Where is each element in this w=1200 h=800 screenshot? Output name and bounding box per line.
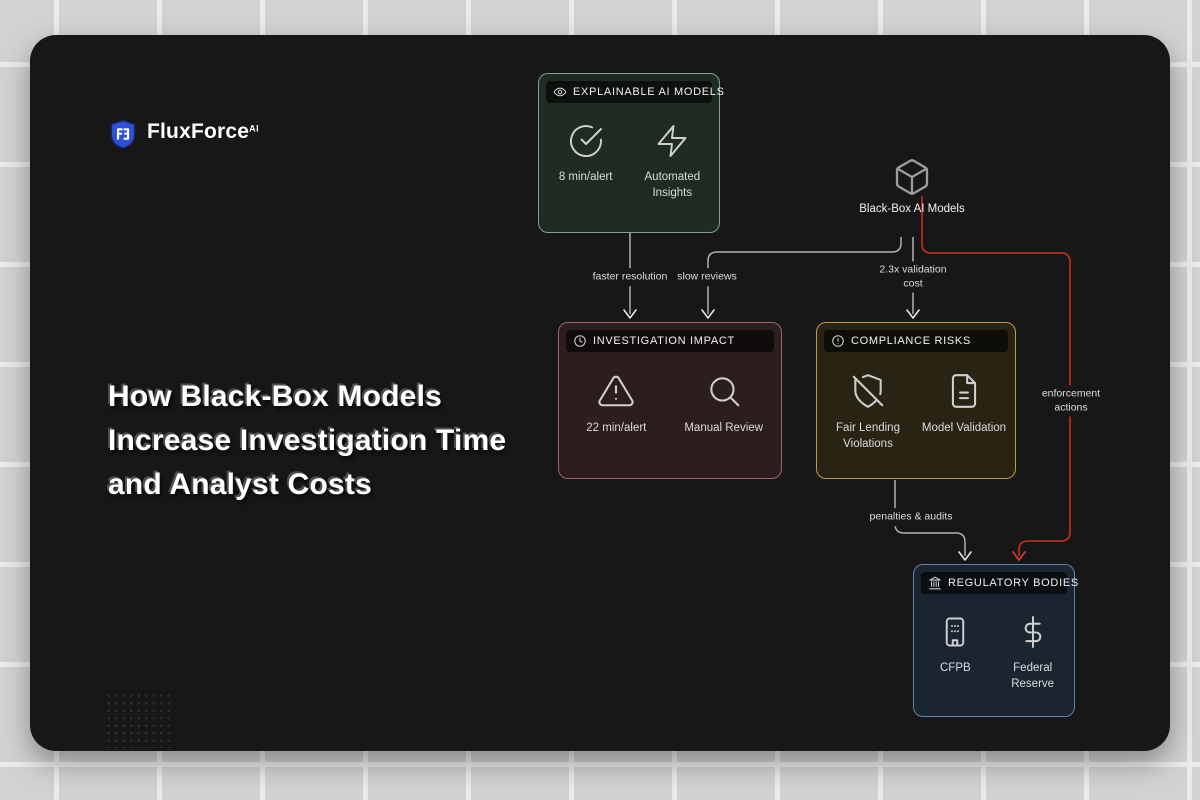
edge-label-penalties-audits: penalties & audits xyxy=(865,508,957,526)
stat-item: Model Validation xyxy=(919,372,1009,437)
regulatory-content: CFPB Federal Reserve xyxy=(914,614,1074,692)
regulatory-header-label: REGULATORY BODIES xyxy=(948,577,1079,589)
stat-label: Federal Reserve xyxy=(1011,662,1055,690)
compliance-header-chip: COMPLIANCE RISKS xyxy=(824,330,1008,352)
stat-item: Automated Insights xyxy=(632,123,712,201)
zap-icon xyxy=(657,125,687,157)
clock-icon xyxy=(574,335,586,347)
stat-item: Federal Reserve xyxy=(997,614,1069,692)
file-text-icon xyxy=(951,374,977,408)
dollar-sign-icon xyxy=(1024,616,1041,648)
title-line-1: How Black-Box Models xyxy=(108,380,443,413)
investigation-header-chip: INVESTIGATION IMPACT xyxy=(566,330,774,352)
eye-icon xyxy=(553,87,567,97)
title-line-2: Increase Investigation Time xyxy=(108,424,507,457)
check-circle-icon xyxy=(569,125,602,157)
stat-label: Manual Review xyxy=(684,422,763,434)
edge-label-slow-reviews: slow reviews xyxy=(673,268,741,286)
compliance-header-label: COMPLIANCE RISKS xyxy=(851,335,972,347)
node-investigation-impact: INVESTIGATION IMPACT 22 min/alert Manual… xyxy=(558,322,782,479)
black-box-label: Black-Box AI Models xyxy=(859,203,965,215)
dot-grid-decoration xyxy=(105,692,173,748)
shield-off-icon xyxy=(852,374,884,408)
brand-name-text: FluxForce xyxy=(147,120,250,143)
edge-label-enforcement-actions: enforcement actions xyxy=(1029,385,1113,417)
node-black-box-ai-models: Black-Box AI Models xyxy=(857,157,967,217)
compliance-content: Fair Lending Violations Model Validation xyxy=(817,372,1015,452)
explainable-content: 8 min/alert Automated Insights xyxy=(539,123,719,201)
stat-label: Model Validation xyxy=(921,422,1007,434)
stat-item: Fair Lending Violations xyxy=(823,372,913,452)
explainable-header-chip: EXPLAINABLE AI MODELS xyxy=(546,81,724,103)
page-title: How Black-Box Models Increase Investigat… xyxy=(108,375,608,507)
edge-label-validation-cost: 2.3x validation cost xyxy=(867,261,959,293)
brand-suffix-text: AI xyxy=(249,123,260,134)
stat-item: Manual Review xyxy=(674,372,774,437)
stat-label: 22 min/alert xyxy=(586,422,647,434)
stat-label: Fair Lending Violations xyxy=(836,422,900,450)
brand-name: FluxForceAI xyxy=(147,117,259,147)
stat-item: 8 min/alert xyxy=(546,123,626,186)
stat-label: Automated Insights xyxy=(644,171,701,199)
stat-label: 8 min/alert xyxy=(558,171,613,183)
node-explainable-ai-models: EXPLAINABLE AI MODELS 8 min/alert Automa… xyxy=(538,73,724,233)
building-icon xyxy=(946,617,965,647)
shield-logo-icon xyxy=(110,119,136,149)
regulatory-header-chip: REGULATORY BODIES xyxy=(921,572,1078,594)
node-regulatory-bodies: REGULATORY BODIES CFPB Federal Reserve xyxy=(913,564,1078,717)
investigation-content: 22 min/alert Manual Review xyxy=(559,372,781,437)
edge-label-faster-resolution: faster resolution xyxy=(588,268,672,286)
stat-item: 22 min/alert xyxy=(566,372,666,437)
investigation-header-label: INVESTIGATION IMPACT xyxy=(593,335,735,347)
node-compliance-risks: COMPLIANCE RISKS Fair Lending Violations… xyxy=(816,322,1016,479)
alert-circle-icon xyxy=(832,335,844,347)
stat-item: CFPB xyxy=(919,614,991,677)
search-icon xyxy=(709,377,739,407)
cube-icon xyxy=(895,159,929,195)
stat-label: CFPB xyxy=(939,662,971,674)
brand-logo: FluxForceAI xyxy=(108,117,259,150)
explainable-header-label: EXPLAINABLE AI MODELS xyxy=(573,86,725,98)
landmark-icon xyxy=(929,576,941,590)
title-line-3: and Analyst Costs xyxy=(108,468,373,501)
alert-triangle-icon xyxy=(598,375,634,407)
